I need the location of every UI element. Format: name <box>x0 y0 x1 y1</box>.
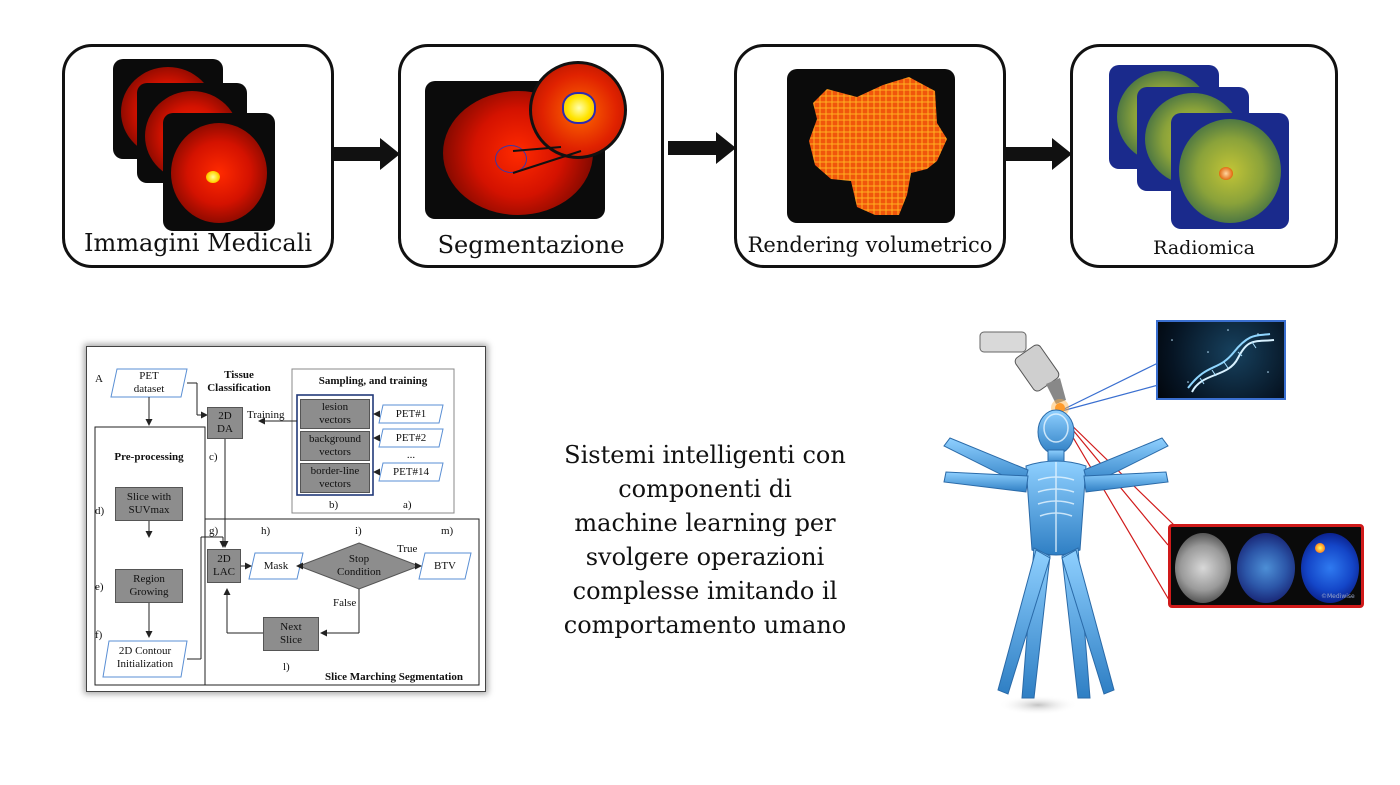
pet-slice-front <box>163 113 275 231</box>
statement-line: complesse imitando il <box>572 577 838 605</box>
label-f: f) <box>95 629 103 641</box>
label-g: g) <box>209 525 219 537</box>
slice-marching-title: Slice Marching Segmentation <box>325 671 463 683</box>
node-text: lesion <box>321 401 349 413</box>
pet-14-node: PET#14 <box>392 466 430 478</box>
mask-node: Mask <box>263 560 289 572</box>
stage-label: Radiomica <box>1153 237 1255 259</box>
node-text: LAC <box>213 566 235 578</box>
node-borderline-vectors: border-line vectors <box>300 463 370 493</box>
node-2d-lac: 2D LAC <box>207 549 241 583</box>
statement-line: componenti di <box>618 475 792 503</box>
vitruvian-xray-figure <box>943 331 1175 715</box>
stage-segmentation: Segmentazione <box>398 44 664 268</box>
node-text: vectors <box>319 414 351 426</box>
sampling-title: Sampling, and training <box>318 375 428 387</box>
node-lesion-vectors: lesion vectors <box>300 399 370 429</box>
statement-line: svolgere operazioni <box>585 543 825 571</box>
label-training: Training <box>247 409 285 421</box>
node-slice-suvmax: Slice with SUVmax <box>115 487 183 521</box>
node-text: 2D <box>218 410 232 422</box>
node-background-vectors: background vectors <box>300 431 370 461</box>
node-next-slice: Next Slice <box>263 617 319 651</box>
pet-dataset-node: PET dataset <box>117 370 181 396</box>
dna-helix-icon <box>1171 329 1275 393</box>
stage-label: Segmentazione <box>437 231 625 259</box>
statement-line: comportamento umano <box>563 611 847 639</box>
node-region-growing: Region Growing <box>115 569 183 603</box>
pet-2-node: PET#2 <box>395 432 427 444</box>
arrow-right-icon <box>1004 138 1072 170</box>
dna-inset <box>1156 320 1286 400</box>
stage-label: Rendering volumetrico <box>747 233 993 257</box>
radiomics-slice-front <box>1171 113 1289 229</box>
node-text: DA <box>217 423 233 435</box>
volume-render-image <box>787 69 955 223</box>
label-false: False <box>333 597 357 609</box>
pet-mri-fusion-slice <box>1237 533 1295 603</box>
node-text: Initialization <box>116 658 174 670</box>
ai-human-illustration: ©Mediwise <box>910 320 1380 720</box>
node-text: Condition <box>336 566 381 578</box>
flowchart-lines <box>94 368 480 686</box>
zoom-connector <box>512 146 582 174</box>
preprocessing-title: Pre-processing <box>114 451 184 463</box>
node-text: Growing <box>129 586 169 598</box>
btv-node: BTV <box>434 560 456 572</box>
node-text: 2D <box>217 553 231 565</box>
arrow-right-icon <box>668 132 736 164</box>
inset-watermark: ©Mediwise <box>1321 593 1355 600</box>
stage-label: Immagini Medicali <box>83 229 313 257</box>
label-c: c) <box>209 451 218 463</box>
node-text: PET <box>139 370 159 382</box>
contour-init-node: 2D Contour Initialization <box>107 645 183 671</box>
title-text: Tissue <box>224 369 254 381</box>
pet-slice <box>1301 533 1359 603</box>
tissue-classification-title: Tissue Classification <box>199 369 279 395</box>
dots-label: ... <box>406 449 416 461</box>
node-text: Stop <box>348 553 370 565</box>
label-l: l) <box>283 661 290 673</box>
stage-medical-images: Immagini Medicali <box>62 44 334 268</box>
node-text: Region <box>133 573 165 585</box>
node-text: border-line <box>310 465 360 477</box>
pet-1-node: PET#1 <box>395 408 427 420</box>
ai-statement: Sistemi intelligenti con componenti di m… <box>530 438 880 642</box>
label-i: i) <box>355 525 362 537</box>
node-text: dataset <box>133 383 165 395</box>
magnified-lesion <box>529 61 627 159</box>
node-text: SUVmax <box>128 504 170 516</box>
segmentation-flowchart: A PET dataset Tissue Classification Samp… <box>86 346 486 692</box>
statement-line: Sistemi intelligenti con <box>564 441 846 469</box>
stop-condition-node: Stop Condition <box>323 553 395 579</box>
label-true: True <box>397 543 418 555</box>
label-h: h) <box>261 525 271 537</box>
arrow-right-icon <box>332 138 400 170</box>
label-d: d) <box>95 505 105 517</box>
mri-slice <box>1175 533 1231 603</box>
node-text: 2D Contour <box>118 645 172 657</box>
label-a-lower: a) <box>403 499 412 511</box>
node-text: Next <box>280 621 302 633</box>
label-a: A <box>95 373 103 385</box>
stage-radiomics: Radiomica <box>1070 44 1338 268</box>
label-m: m) <box>441 525 454 537</box>
node-text: vectors <box>319 478 351 490</box>
brain-scans-inset: ©Mediwise <box>1168 524 1364 608</box>
label-b: b) <box>329 499 339 511</box>
node-2d-da: 2D DA <box>207 407 243 439</box>
statement-line: machine learning per <box>574 509 836 537</box>
node-text: Slice <box>280 634 302 646</box>
robot-arm <box>979 331 1069 417</box>
node-text: vectors <box>319 446 351 458</box>
stage-volume-rendering: Rendering volumetrico <box>734 44 1006 268</box>
node-text: Slice with <box>126 491 172 503</box>
node-text: background <box>309 433 361 445</box>
title-text: Classification <box>207 382 271 394</box>
label-e: e) <box>95 581 104 593</box>
